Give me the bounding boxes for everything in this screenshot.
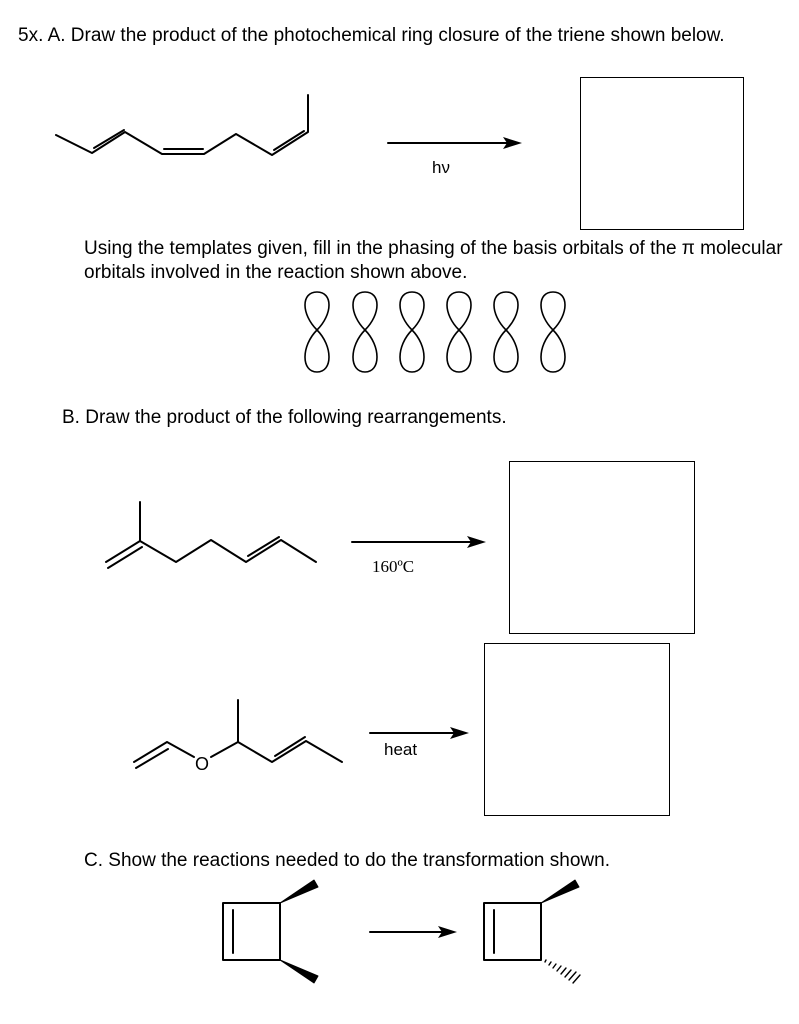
diene-structure	[105, 501, 317, 569]
p-orbital-1	[304, 291, 330, 373]
p-orbital-4	[446, 291, 472, 373]
p-orbital-5	[493, 291, 519, 373]
reaction-arrow-c	[369, 926, 457, 938]
cis-dimethylcyclobutene	[222, 879, 319, 984]
answer-box-a[interactable]	[580, 77, 744, 230]
part-b-question: B. Draw the product of the following rea…	[62, 407, 507, 428]
part-c-question: C. Show the reactions needed to do the t…	[84, 850, 610, 871]
p-orbital-3	[399, 291, 425, 373]
p-orbital-6	[540, 291, 566, 373]
oxygen-atom-label: O	[195, 754, 209, 774]
answer-box-b2[interactable]	[484, 643, 670, 816]
p-orbital-templates	[304, 291, 566, 373]
reaction-arrow-b1	[351, 536, 486, 548]
reaction-arrow-a	[387, 137, 522, 149]
triene-structure	[55, 94, 309, 156]
allyl-vinyl-ether-structure	[133, 699, 343, 769]
orbital-instruction: Using the templates given, fill in the p…	[84, 238, 783, 283]
trans-dimethylcyclobutene	[483, 879, 581, 984]
p-orbital-2	[352, 291, 378, 373]
part-a-question: 5x. A. Draw the product of the photochem…	[18, 25, 725, 46]
hashed-wedge	[544, 959, 581, 984]
answer-box-b1[interactable]	[509, 461, 695, 634]
hv-label: hν	[432, 158, 450, 177]
temperature-label: 160ºC	[372, 557, 415, 576]
heat-label: heat	[384, 740, 418, 759]
reaction-arrow-b2	[369, 727, 469, 739]
